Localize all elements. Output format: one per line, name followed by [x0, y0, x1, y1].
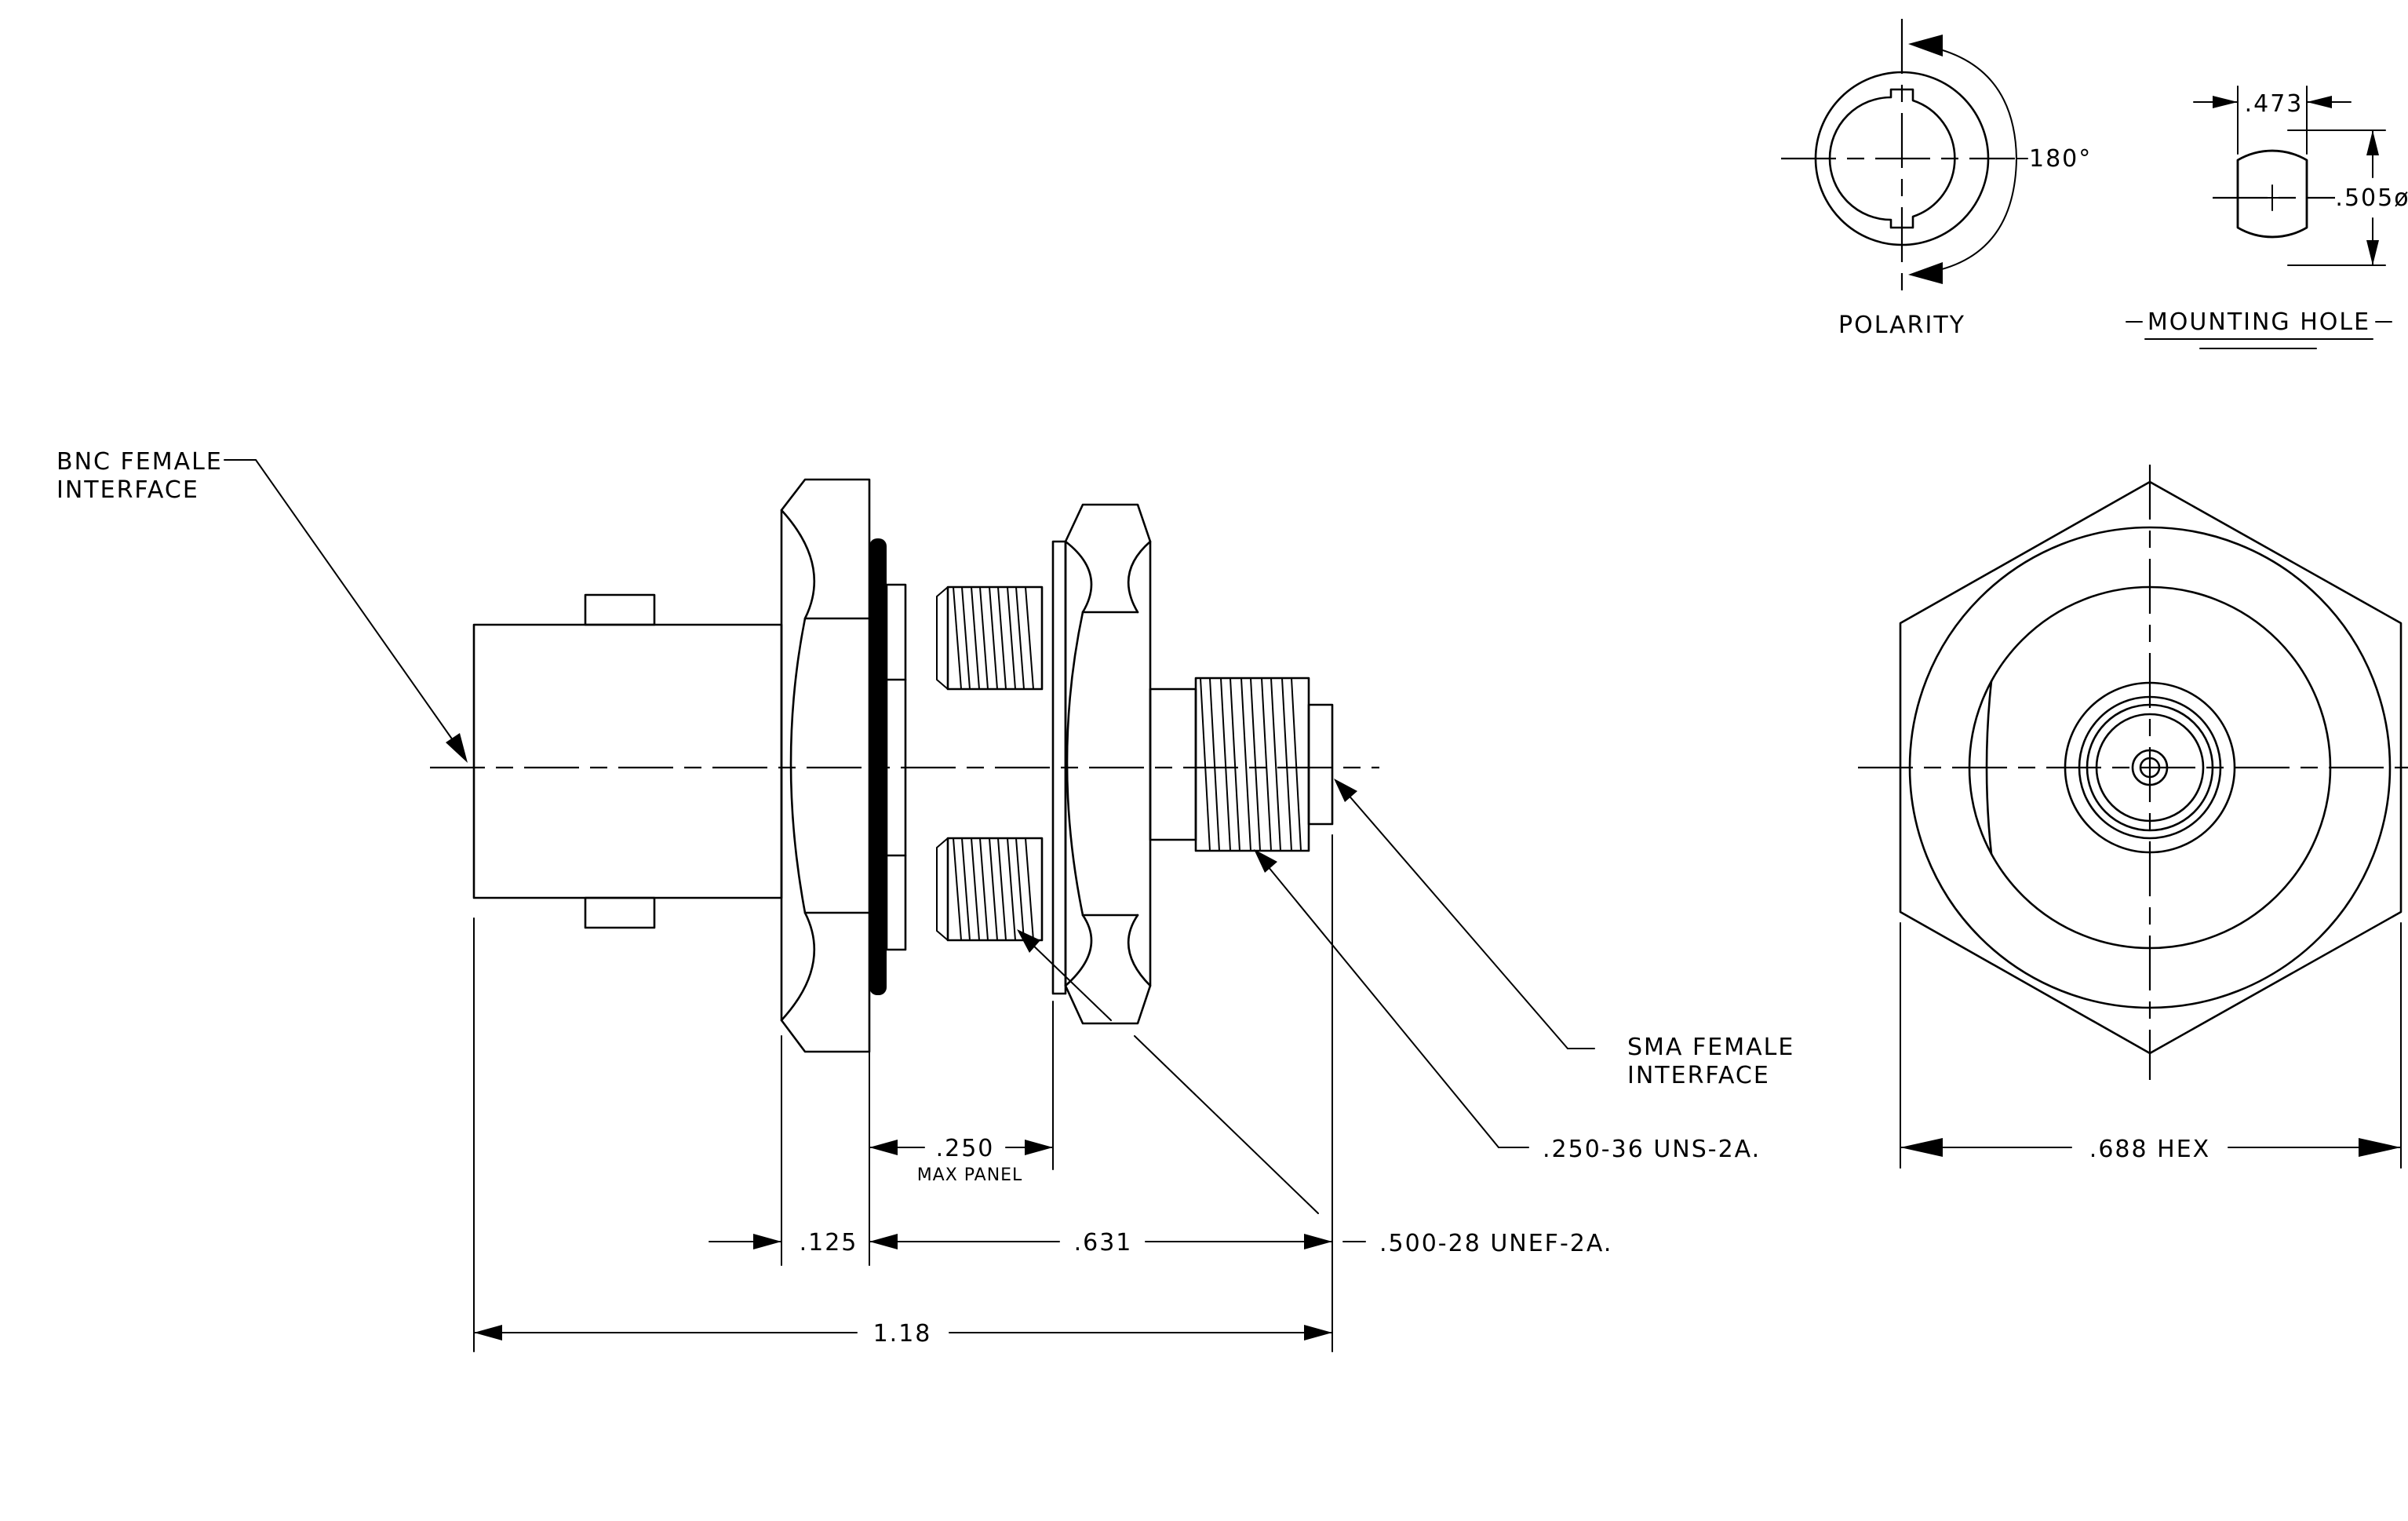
bnc-body — [472, 623, 783, 899]
sma-label-line2: INTERFACE — [1627, 1062, 1770, 1089]
panel-nut-hex — [1064, 503, 1152, 1025]
dim-max-panel: .250 MAX PANEL — [869, 1135, 1054, 1185]
polarity-view: 180° POLARITY — [1781, 19, 2092, 339]
body-length-value: .631 — [1074, 1229, 1133, 1257]
mounting-hole-view: .473 .505ø MOUNTING HOLE — [2126, 86, 2408, 349]
dim-flange: .125 — [709, 1229, 858, 1257]
bulkhead-thread-lower — [936, 837, 1044, 942]
dim-body-length: .631 — [869, 1229, 1333, 1257]
end-view: .688 HEX — [1858, 465, 2408, 1169]
polarity-keyed-bore — [1828, 88, 1956, 229]
bnc-label-line2: INTERFACE — [56, 476, 199, 504]
mounting-hole-shape — [2236, 149, 2308, 239]
dim-hole-diameter: .505ø — [2335, 129, 2408, 266]
leader-bnc — [224, 459, 468, 763]
dim-hole-flat: .473 — [2193, 90, 2352, 118]
polarity-rotation-arc-bottom — [1923, 158, 2017, 274]
polarity-arrow-bottom — [1908, 262, 1943, 284]
leader-thread-sma — [1254, 849, 1529, 1148]
side-view: .250 MAX PANEL .125 .631 1.18 — [56, 448, 1794, 1352]
polarity-rotation-arc-top — [1923, 45, 2017, 159]
sma-thread — [1149, 677, 1334, 852]
dim-hex: .688 HEX — [1900, 1136, 2402, 1163]
overall-length-value: 1.18 — [873, 1320, 932, 1348]
sma-label-line1: SMA FEMALE — [1627, 1034, 1794, 1061]
hole-flat-value: .473 — [2245, 90, 2304, 118]
bulkhead-thread-upper — [936, 585, 1044, 691]
thread-bulkhead-label: .500-28 UNEF-2A. — [1379, 1230, 1612, 1257]
bnc-bayonet-pin-bottom — [584, 896, 656, 929]
hole-diameter-value: .505ø — [2335, 184, 2408, 212]
thread-sma-label: .250-36 UNS-2A. — [1543, 1136, 1761, 1163]
hex-width-value: .688 HEX — [2089, 1136, 2210, 1163]
polarity-angle: 180° — [2029, 145, 2092, 173]
flange-hex — [780, 478, 871, 1053]
leader-thread-bulkhead — [1017, 929, 1366, 1242]
polarity-label: POLARITY — [1838, 312, 1965, 339]
leader-sma — [1334, 779, 1595, 1049]
bnc-bayonet-pin-top — [584, 593, 656, 626]
flange-value: .125 — [800, 1229, 858, 1257]
dim-overall-length: 1.18 — [473, 1320, 1333, 1348]
extension-lines — [473, 834, 1333, 1352]
max-panel-value: .250 — [936, 1135, 995, 1162]
max-panel-label: MAX PANEL — [917, 1165, 1023, 1185]
polarity-arrow-top — [1908, 35, 1943, 57]
bnc-label-line1: BNC FEMALE — [56, 448, 223, 476]
mounting-hole-label: MOUNTING HOLE — [2148, 308, 2370, 336]
